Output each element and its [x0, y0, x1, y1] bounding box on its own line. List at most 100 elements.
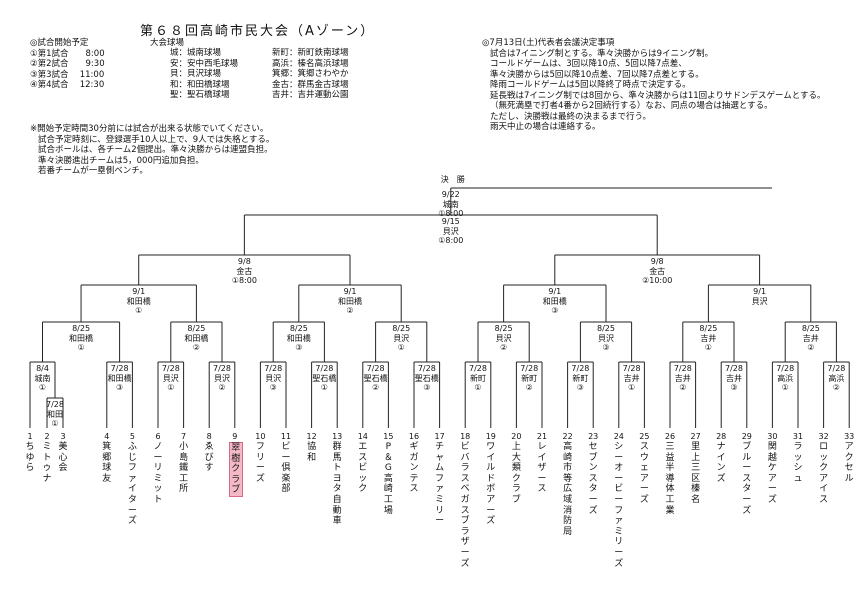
team-name-char: ナ — [42, 473, 52, 484]
team-name-char: ド — [486, 473, 496, 484]
match-venue: 貝沢 — [393, 333, 410, 343]
team-name-char: セ — [844, 463, 854, 474]
team-name-char: 会 — [58, 463, 68, 474]
team-name-char: イ — [537, 452, 547, 463]
team-name-char: ＆ — [383, 452, 393, 463]
match-venue: 貝沢 — [495, 333, 512, 343]
team-name-char: ー — [460, 547, 470, 558]
team-name-char: ク — [231, 464, 241, 475]
match-venue: 貝沢 — [751, 296, 768, 306]
team-name: エスビック — [357, 442, 369, 495]
match-venue: 新町 — [470, 373, 486, 383]
team-name: 美心会 — [57, 442, 69, 474]
match-date: 9/1 — [132, 287, 146, 296]
match-date: 7/28 — [673, 364, 692, 373]
team-number: 31 — [792, 432, 804, 441]
match-venue: 高浜 — [828, 373, 845, 383]
match-venue: 和田橋 — [107, 373, 132, 383]
team-name-char: ナ — [716, 442, 726, 452]
team-number: 9 — [232, 432, 238, 441]
team-name-char: 動 — [332, 505, 342, 516]
team-number: 1 — [27, 432, 33, 441]
team-name-char: 工 — [179, 473, 189, 484]
match-slot: ③ — [116, 383, 124, 392]
match-date: 7/28 — [110, 364, 129, 373]
match-slot: ① — [51, 419, 59, 428]
team-name-char: 群 — [332, 442, 342, 452]
team-number: 2 — [44, 432, 50, 441]
team-name-char: ー — [435, 516, 445, 527]
team-name-char: バ — [460, 452, 470, 463]
team-name-char: 友 — [102, 473, 112, 484]
team-name: ナインズ — [715, 442, 727, 484]
match-date: 9/8 — [237, 257, 251, 266]
match-slot: ①8:00 — [231, 276, 257, 285]
match-slot: ① — [628, 383, 636, 392]
match-venue: 貝沢 — [598, 333, 614, 343]
team-name-char: ズ — [767, 494, 777, 505]
team-name-char: ブ — [231, 485, 241, 496]
match-venue: 和田橋 — [338, 296, 362, 306]
team-name-char: 車 — [332, 516, 342, 527]
match-slot: ② — [832, 383, 840, 392]
team-number: 5 — [129, 432, 135, 441]
team-name: 関越ケアーズ — [766, 442, 778, 506]
match-venue: 城南 — [34, 373, 51, 383]
team-name-char: ブ — [511, 494, 521, 505]
team-name: 協和 — [306, 442, 318, 463]
match-slot: ①8:00 — [438, 209, 464, 218]
team-name-char: エ — [358, 442, 368, 452]
team-number: 16 — [408, 432, 420, 441]
team-name-char: ム — [435, 463, 445, 474]
team-name-char: オ — [614, 463, 624, 474]
match-venue: 高浜 — [777, 373, 794, 383]
match-slot: ② — [679, 383, 687, 392]
team-name-char: リ — [255, 452, 265, 463]
team-number: 8 — [206, 432, 212, 441]
match-venue: 吉井 — [700, 333, 717, 343]
team-name-char: ズ — [486, 516, 496, 527]
match-slot: ② — [346, 306, 354, 315]
match-venue: 貝沢 — [442, 226, 459, 236]
team-name-char: ボ — [486, 484, 496, 495]
match-date: 8/25 — [392, 324, 411, 333]
team-name-char: ュ — [793, 473, 803, 484]
venue-item: 吉井：吉井運動公園 — [272, 90, 349, 100]
team-name-char: ン — [409, 463, 419, 474]
team-number: 12 — [306, 432, 317, 441]
team-name-char: じ — [127, 452, 137, 463]
match-venue: 城南 — [442, 199, 459, 209]
team-number: 23 — [588, 432, 599, 441]
team-name-char: 箕 — [102, 442, 112, 452]
team-number: 27 — [690, 432, 701, 441]
match-slot: ① — [38, 383, 47, 392]
venue-item: 金古：群馬金古球場 — [272, 79, 349, 90]
match-date: 7/28 — [315, 364, 334, 373]
team-name-char: ク — [511, 473, 521, 484]
team-name-char: ー — [614, 452, 624, 463]
team-name-char: 馬 — [332, 452, 342, 463]
team-name-char: ク — [844, 452, 854, 463]
match-date: 8/4 — [36, 364, 49, 373]
team-name-char: P — [385, 442, 392, 452]
team-name-char: イ — [486, 452, 496, 463]
match-date: 7/28 — [776, 364, 795, 373]
team-name-char: ク — [819, 463, 829, 474]
match-venue: 吉井 — [802, 333, 819, 343]
team-name-char: シ — [614, 442, 624, 452]
team-name-char: 越 — [767, 452, 777, 463]
team-name-char: 大 — [511, 452, 521, 463]
team-number: 17 — [434, 432, 445, 441]
team-name: チャムファミリー — [434, 442, 446, 527]
team-name-char: ち — [25, 442, 35, 452]
note-line: 若番チームが一塁側ベンチ。 — [38, 166, 148, 176]
team-name-char: ー — [767, 484, 777, 495]
match-venue: 和田橋 — [126, 296, 151, 306]
